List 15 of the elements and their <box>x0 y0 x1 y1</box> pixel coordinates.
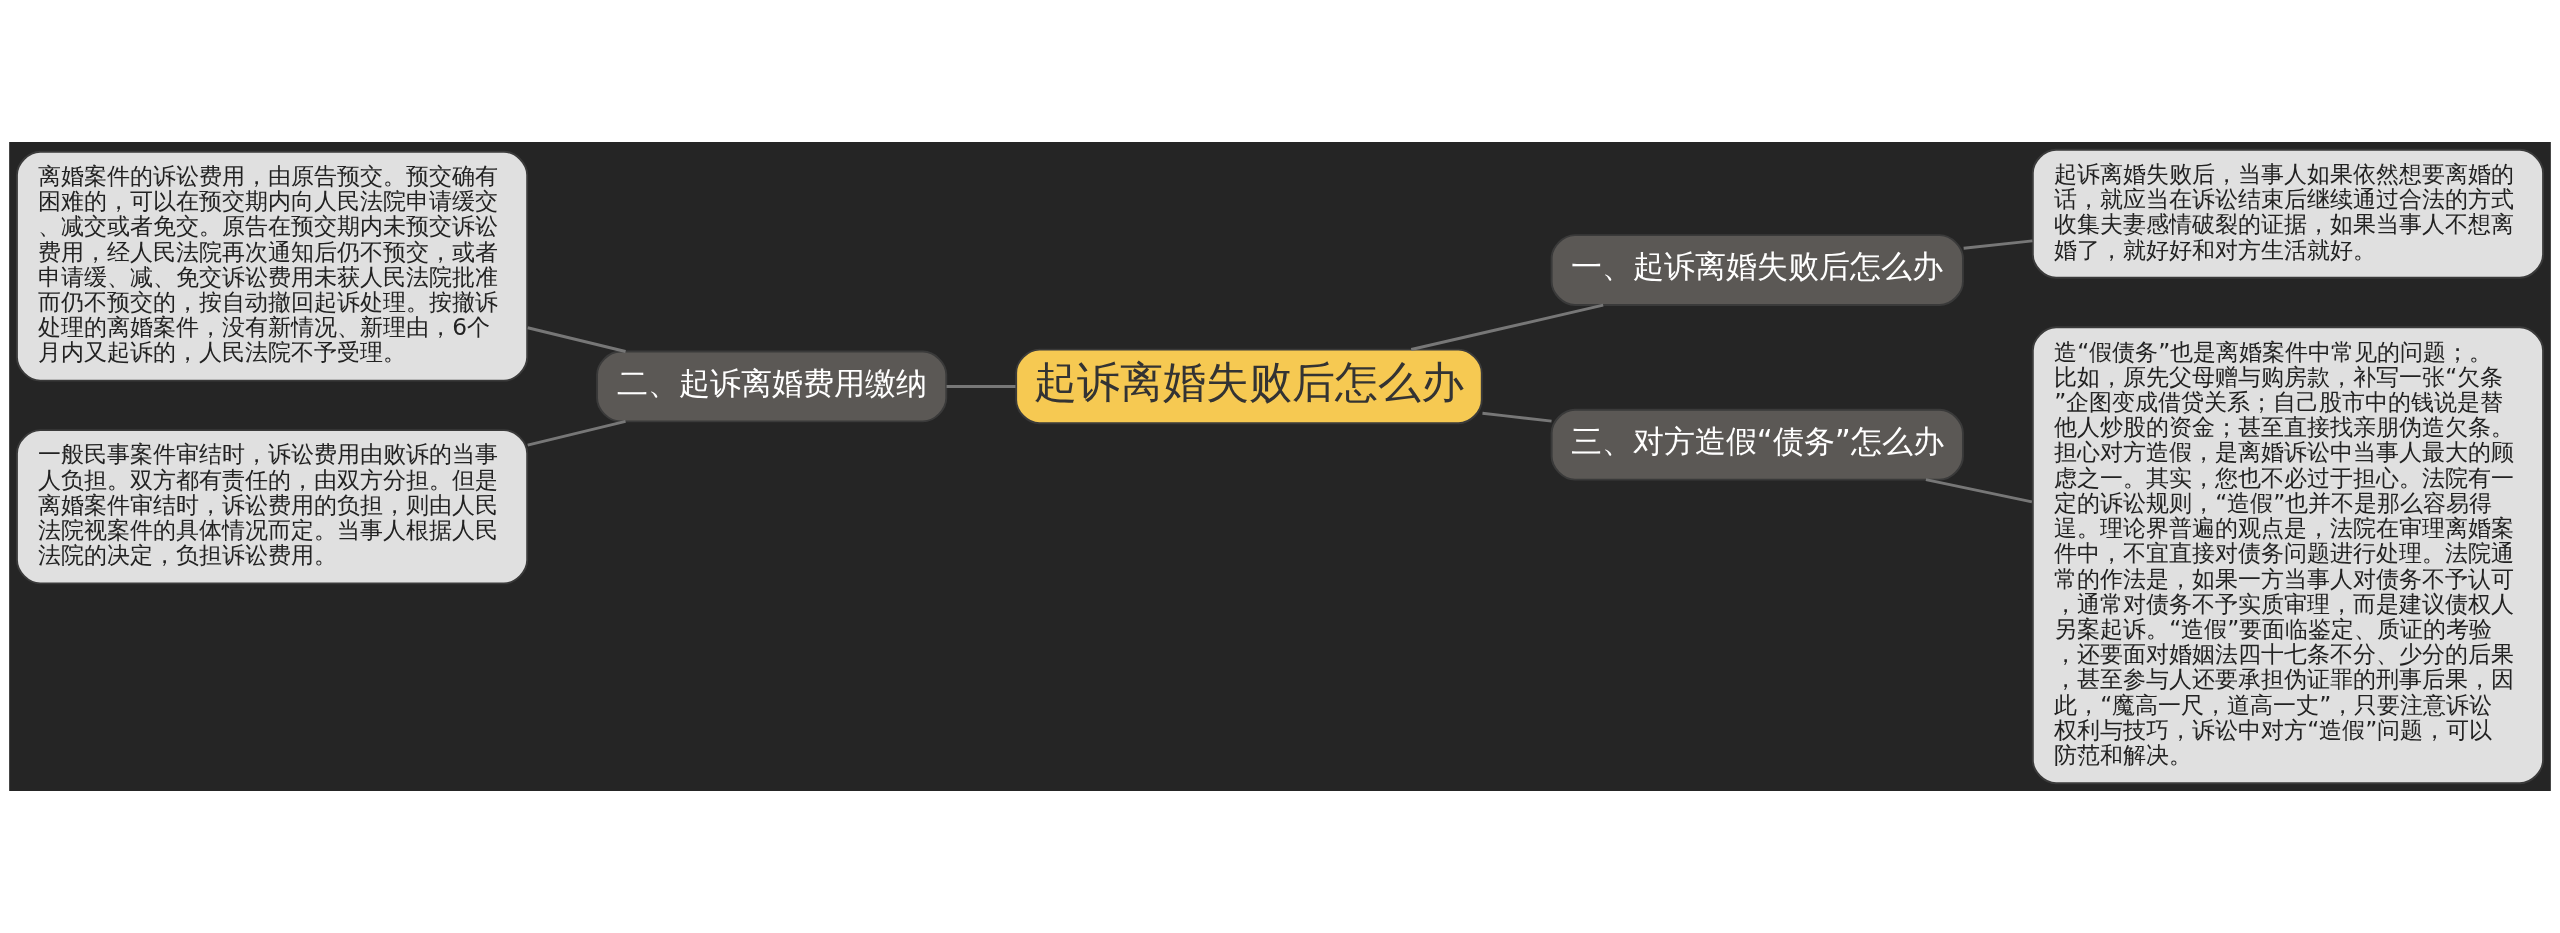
node-box: 一、起诉离婚失败后怎么办 <box>1550 234 1964 306</box>
connector <box>527 326 626 353</box>
node-box: 离婚案件的诉讼费用，由原告预交。预交确有困难的，可以在预交期内向人民法院申请缓交、减交或者免交。原告在预交期内未预交诉讼费用，经人民法院再次通知后仍不预交，或者申请缓、减、免交诉讼费用未获人民法院批准而仍不预交的，按自动撤回起诉处理。按撤诉处理的离婚案件，没有新情况、新理由，6个月内又起诉的，人民法院不予受理。 <box>15 150 529 382</box>
connector <box>527 420 626 447</box>
node-box: 起诉离婚失败后怎么办 <box>1015 348 1483 425</box>
node-box: 起诉离婚失败后，当事人如果依然想要离婚的话，就应当在诉讼结束后继续通过合法的方式收集夫妻感情破裂的证据，如果当事人不想离婚了，就好好和对方生活就好。 <box>2031 148 2545 279</box>
connector <box>1410 303 1604 351</box>
connector <box>1482 411 1552 423</box>
connector <box>1963 239 2033 250</box>
connector <box>1925 478 2033 504</box>
node-box: 一般民事案件审结时，诉讼费用由败诉的当事人负担。双方都有责任的，由双方分担。但是离婚案件审结时，诉讼费用的负担，则由人民法院视案件的具体情况而定。当事人根据人民法院的决定，负担诉讼费用。 <box>15 429 529 585</box>
connector <box>946 385 1016 388</box>
node-box: 二、起诉离婚费用缴纳 <box>596 350 948 423</box>
node-box: 三、对方造假“债务”怎么办 <box>1550 408 1964 481</box>
node-box: 造“假债务”也是离婚案件中常见的问题；。比如，原先父母赠与购房款，补写一张“欠条”企图变成借贷关系；自己股市中的钱说是替他人炒股的资金；甚至直接找亲朋伪造欠条。担心对方造假，是离婚诉讼中当事人最大的顾虑之一。其实，您也不必过于担心。法院有一定的诉讼规则，“造假”也并不是那么容易得逞。理论界普遍的观点是，法院在审理离婚案件中，不宜直接对债务问题进行处理。法院通常的作法是，如果一方当事人对债务不予认可，通常对债务不予实质审理，而是建议债权人另案起诉。“造假”要面临鉴定、质证的考验，还要面对婚姻法四十七条不分、少分的后果，甚至参与人还要承担伪证罪的刑事后果，因此，“魔高一尺，道高一丈”，只要注意诉讼权利与技巧，诉讼中对方“造假”问题，可以防范和解决。 <box>2031 326 2545 785</box>
